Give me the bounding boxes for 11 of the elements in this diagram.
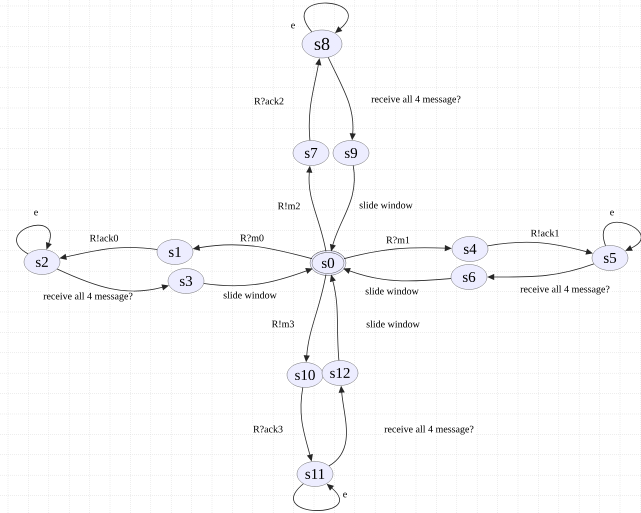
edge-label: R!m3 bbox=[270, 320, 296, 328]
edge-label: R?m1 bbox=[385, 236, 411, 244]
arrow bbox=[16, 224, 52, 254]
edge-label: R?m0 bbox=[239, 234, 265, 242]
arrow bbox=[602, 222, 641, 251]
edge-label: receive all 4 message? bbox=[383, 424, 475, 436]
edge-label: R!m2 bbox=[276, 202, 302, 210]
edge-label: receive all 4 message? bbox=[42, 291, 134, 303]
arrow bbox=[293, 483, 340, 511]
edge-label: receive all 4 message? bbox=[370, 94, 462, 106]
edge-label: receive all 4 message? bbox=[519, 284, 611, 296]
